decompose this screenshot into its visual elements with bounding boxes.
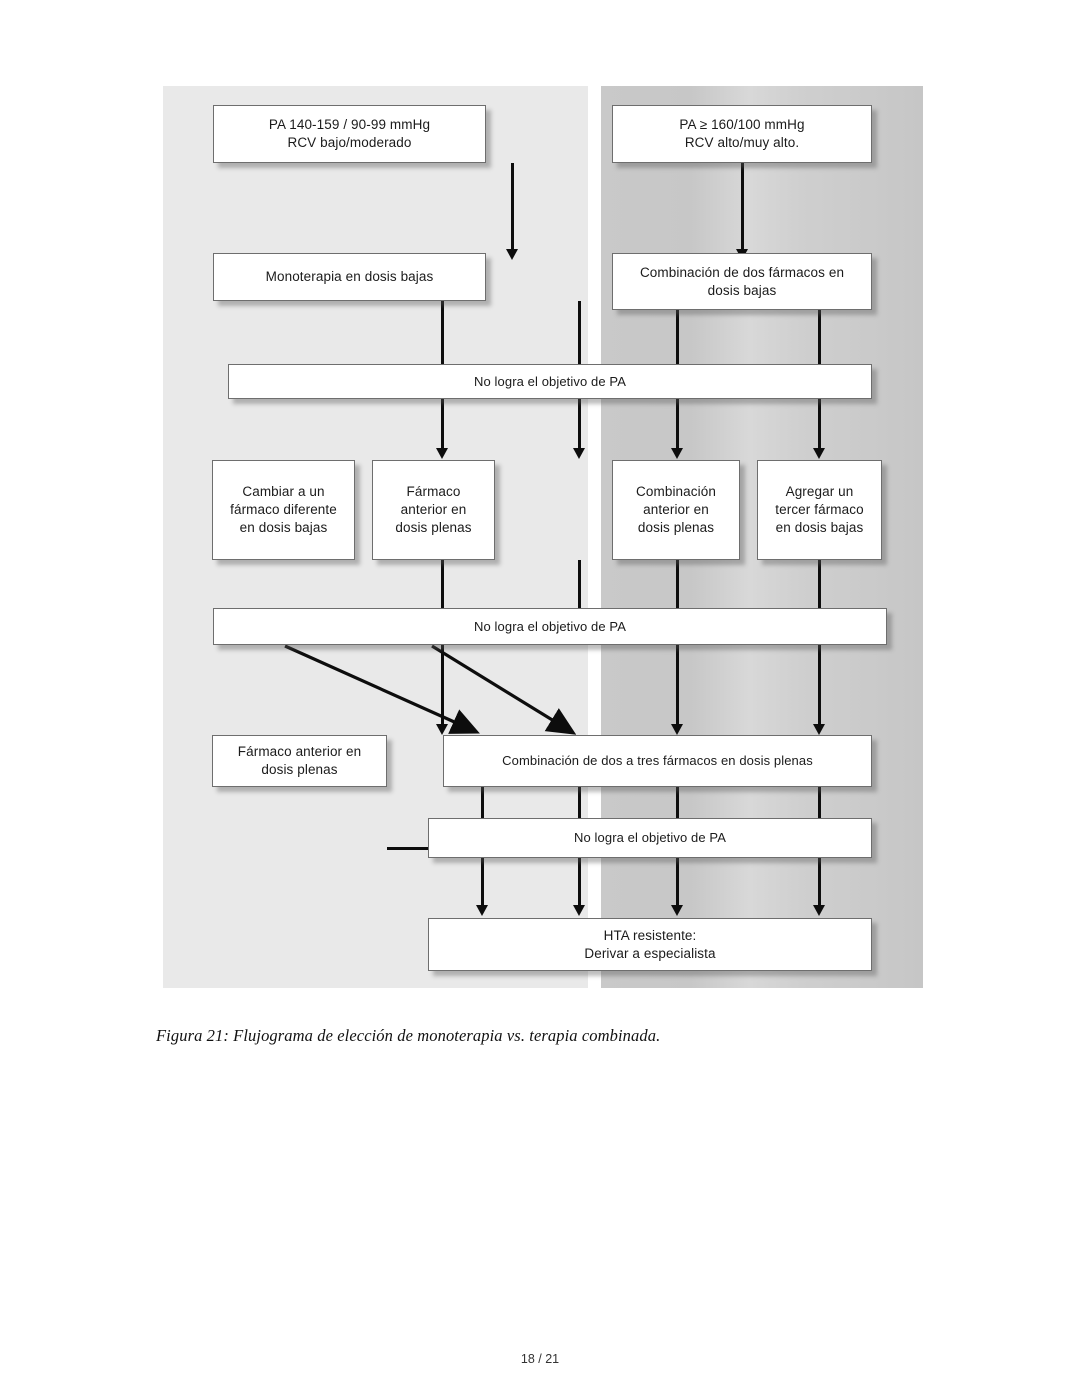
- connector-n13-n14-d: [818, 858, 822, 908]
- node-text: PA ≥ 160/100 mmHg RCV alto/muy alto.: [679, 117, 805, 150]
- node-previous-drug-full-dose: Fármaco anterior en dosis plenas: [372, 460, 495, 560]
- node-goal-not-achieved-1: No logra el objetivo de PA: [228, 364, 872, 399]
- arrowhead-n5-n8: [671, 448, 683, 459]
- connector-n2-n4: [741, 163, 745, 254]
- arrowhead-n13-n14-d: [813, 905, 825, 916]
- arrowhead-n13-n14-a: [476, 905, 488, 916]
- connector-n10-n12-right-b: [818, 645, 822, 727]
- flowchart-figure: PA 140-159 / 90-99 mmHg RCV bajo/moderad…: [163, 86, 923, 988]
- arrowhead-n10-n12-right-b: [813, 724, 825, 735]
- connector-n5-n6: [441, 399, 445, 451]
- connector-n12-n13-c: [676, 787, 680, 818]
- connector-n12-n13-b: [578, 787, 582, 818]
- node-previous-drug-full-dose-2: Fármaco anterior en dosis plenas: [212, 735, 387, 787]
- connector-n10-n12-right-a: [676, 645, 680, 727]
- node-pa-low-risk: PA 140-159 / 90-99 mmHg RCV bajo/moderad…: [213, 105, 486, 163]
- connector-n7-n10: [578, 560, 582, 608]
- node-resistant-hypertension-referral: HTA resistente: Derivar a especialista: [428, 918, 872, 971]
- connector-n1-n3: [511, 163, 515, 254]
- node-text: Combinación de dos a tres fármacos en do…: [502, 753, 813, 769]
- node-text: Fármaco anterior en dosis plenas: [395, 484, 472, 535]
- node-text: Combinación anterior en dosis plenas: [636, 484, 716, 535]
- arrowhead-n1-n3: [506, 249, 518, 260]
- connector-n6-n10: [441, 560, 445, 608]
- figure-caption: Figura 21: Flujograma de elección de mon…: [156, 1026, 661, 1045]
- connector-n5-n7: [578, 399, 582, 451]
- page-footer: 18 / 21: [520, 1352, 560, 1366]
- arrowhead-n10-n12-right-a: [671, 724, 683, 735]
- connector-n12-n13-d: [818, 787, 822, 818]
- connector-n13-n14-c: [676, 858, 680, 908]
- arrowhead-n13-n14-b: [573, 905, 585, 916]
- node-text: Combinación de dos fármacos en dosis baj…: [639, 264, 845, 298]
- node-goal-not-achieved-2: No logra el objetivo de PA: [213, 608, 887, 645]
- node-text: HTA resistente: Derivar a especialista: [584, 927, 716, 961]
- node-two-drug-combo-low-dose: Combinación de dos fármacos en dosis baj…: [612, 253, 872, 310]
- connector-n5-n8: [676, 399, 680, 451]
- node-text: No logra el objetivo de PA: [574, 830, 726, 846]
- connector-n9-n10: [818, 560, 822, 608]
- connector-n13-n14-a: [481, 858, 485, 908]
- connector-n10-n11: [441, 645, 445, 727]
- node-text: PA 140-159 / 90-99 mmHg RCV bajo/moderad…: [268, 117, 431, 150]
- node-text: Monoterapia en dosis bajas: [265, 269, 434, 285]
- connector-n12-n13-a: [481, 787, 485, 818]
- node-text: Agregar un tercer fármaco en dosis bajas: [775, 484, 864, 535]
- arrowhead-n5-n7: [573, 448, 585, 459]
- node-add-third-drug-low-dose: Agregar un tercer fármaco en dosis bajas: [757, 460, 882, 560]
- node-text: Fármaco anterior en dosis plenas: [237, 744, 362, 777]
- arrowhead-n13-n14-c: [671, 905, 683, 916]
- connector-n13-n14-b: [578, 858, 582, 908]
- node-goal-not-achieved-3: No logra el objetivo de PA: [428, 818, 872, 858]
- connector-n3-n5-b: [578, 301, 582, 365]
- node-text: No logra el objetivo de PA: [474, 618, 626, 634]
- node-switch-different-drug: Cambiar a un fármaco diferente en dosis …: [212, 460, 355, 560]
- node-two-to-three-drug-combo-full-dose: Combinación de dos a tres fármacos en do…: [443, 735, 872, 787]
- connector-n4-n5-a: [676, 310, 680, 365]
- connector-n3-n5-a: [441, 301, 445, 365]
- arrowhead-n10-n11: [436, 724, 448, 735]
- connector-n5-n9: [818, 399, 822, 451]
- arrowhead-n5-n6: [436, 448, 448, 459]
- connector-n8-n10: [676, 560, 680, 608]
- connector-n11-n12: [387, 847, 434, 850]
- node-pa-high-risk: PA ≥ 160/100 mmHg RCV alto/muy alto.: [612, 105, 872, 163]
- node-text: Cambiar a un fármaco diferente en dosis …: [230, 484, 337, 535]
- node-text: No logra el objetivo de PA: [474, 373, 626, 389]
- node-previous-combo-full-dose: Combinación anterior en dosis plenas: [612, 460, 740, 560]
- node-monotherapy-low-dose: Monoterapia en dosis bajas: [213, 253, 486, 301]
- connector-n4-n5-b: [818, 310, 822, 365]
- arrowhead-n5-n9: [813, 448, 825, 459]
